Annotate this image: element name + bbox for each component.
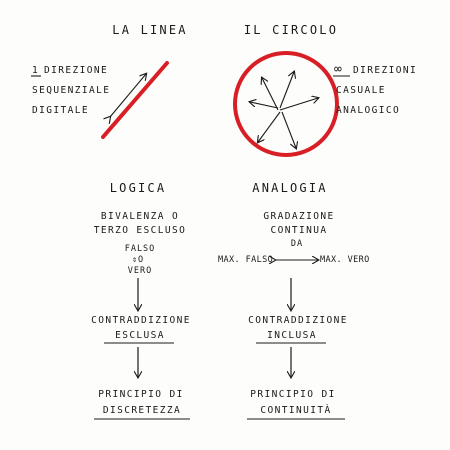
logica-title: LOGICA [109, 181, 167, 195]
random-directions-arrows [250, 72, 318, 148]
vero-label: VERO [127, 266, 153, 276]
analogia-contradiction-line2: INCLUSA [267, 330, 317, 341]
logica-contradiction-line1: CONTRADDIZIONE [91, 315, 191, 326]
logica-contradiction-line2: ESCLUSA [115, 330, 165, 341]
logica-concept-line2: TERZO ESCLUSO [93, 225, 187, 236]
analogia-contradiction-line1: CONTRADDIZIONE [248, 315, 348, 326]
logica-principle-line2: DISCRETEZZA [102, 405, 182, 416]
circolo-desc-line1: DIREZIONI [353, 65, 418, 76]
falso-label: FALSO [124, 244, 156, 254]
red-diagonal-line [101, 61, 169, 139]
logica-concept-line1: BIVALENZA O [100, 211, 180, 222]
swap-symbol: ⇕O [131, 255, 145, 265]
max-falso-label: MAX. FALSO [218, 255, 274, 265]
linea-direction-number: 1 [32, 65, 40, 76]
circolo-desc-line3: ANALOGICO [336, 105, 401, 116]
red-circle [233, 51, 339, 157]
analogia-title: ANALOGIA [252, 181, 328, 195]
logica-principle-line1: PRINCIPIO DI [98, 389, 184, 400]
circolo-desc-line2: CASUALE [336, 85, 386, 96]
infinity-symbol: ∞ [334, 62, 344, 77]
line-direction-arrow [110, 74, 146, 117]
linea-desc-line1: DIREZIONE [44, 65, 109, 76]
analogia-principle-line1: PRINCIPIO DI [250, 389, 336, 400]
analogia-concept-line1: GRADAZIONE [263, 211, 335, 222]
analogia-concept-line2: CONTINUA [270, 225, 328, 236]
linea-desc-line3: DIGITALE [32, 105, 89, 116]
heading-circolo: IL CIRCOLO [243, 23, 339, 37]
analogia-concept-line3: DA [290, 239, 304, 249]
max-vero-label: MAX. VERO [320, 255, 370, 265]
linea-desc-line2: SEQUENZIALE [32, 85, 111, 96]
heading-linea: LA LINEA [112, 23, 188, 37]
analogia-principle-line2: CONTINUITÀ [260, 405, 332, 416]
